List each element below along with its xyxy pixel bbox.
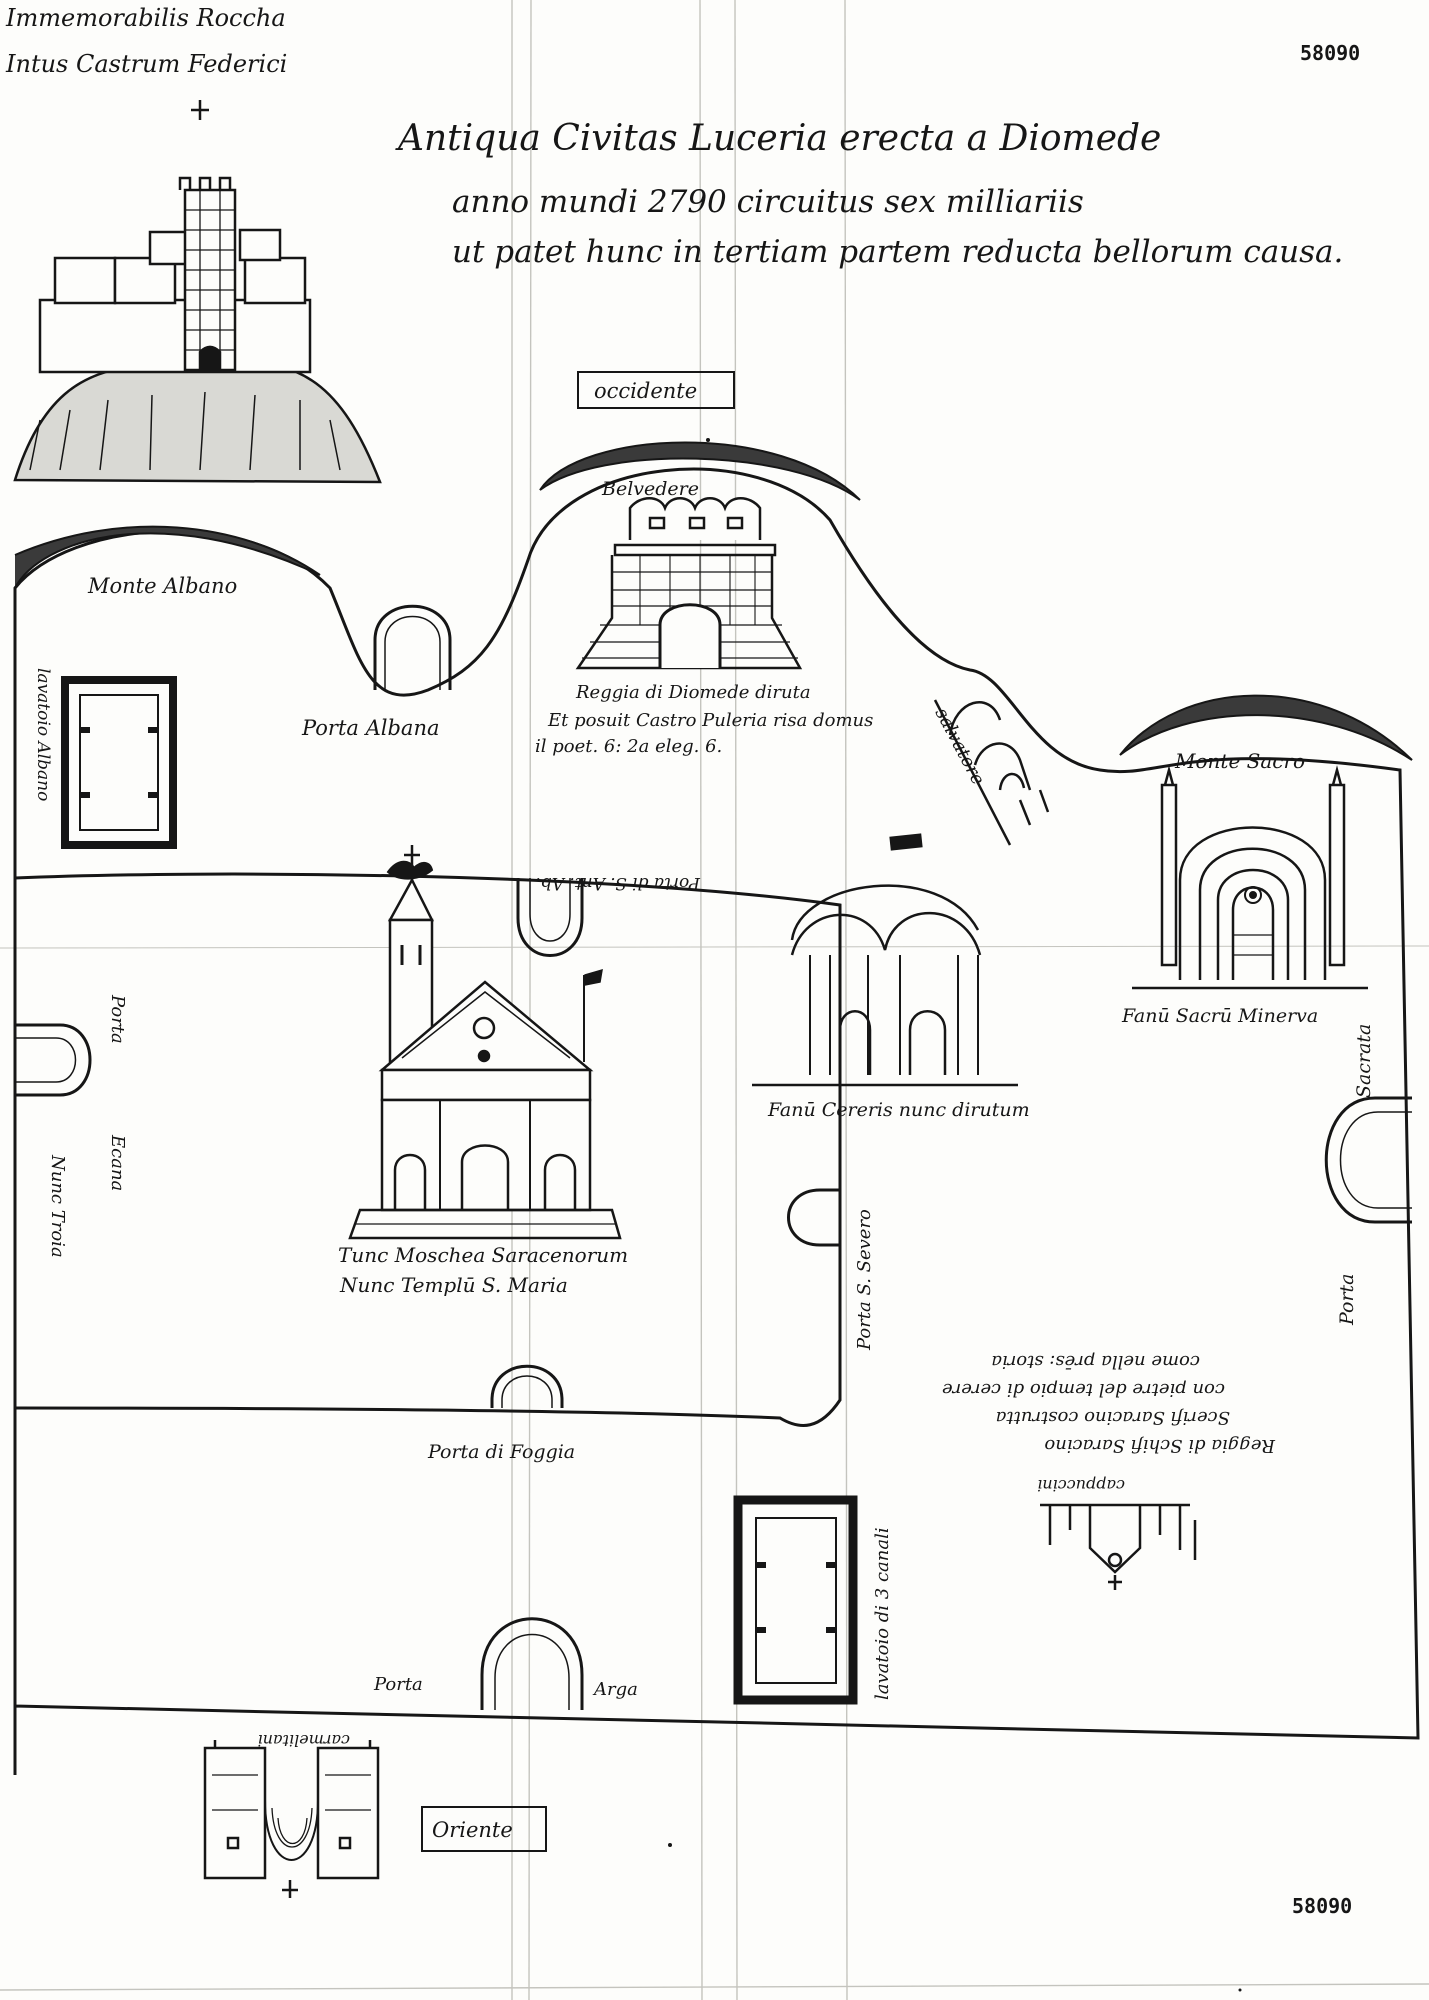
gate-porta-arga: [480, 1617, 584, 1710]
label-lavatoio-albano: lavatoio Albano: [33, 668, 53, 801]
flag-icon: [889, 833, 923, 851]
label-reggia-schifi-3: con pietre del tempio di cerere: [942, 1379, 1225, 1400]
label-porta-s-antonio: Porta di S. Ant. Ab.: [536, 873, 701, 893]
oriente-box: Oriente: [421, 1806, 547, 1852]
label-nunc-troia: Nunc Troia: [47, 1154, 68, 1258]
label-oriente: Oriente: [432, 1818, 513, 1842]
label-porta-s-severo: Porta S. Severo: [854, 1209, 875, 1351]
label-fanu-minerva: Fanū Sacrū Minerva: [1121, 1005, 1318, 1027]
lavatoio-tre-canali: [733, 1495, 858, 1705]
flag-icon: [584, 968, 603, 986]
label-monte-sacro: Monte Sacro: [1174, 749, 1305, 773]
fanu-minerva-building: [1132, 765, 1368, 990]
reggia-diomede-building: [575, 497, 803, 670]
label-reggia-schifi-1: Reggia di Schifi Saracino: [1044, 1435, 1276, 1456]
label-cappuccini: cappuccini: [1037, 1476, 1125, 1495]
label-arga: Arga: [592, 1679, 638, 1700]
fanu-cereris-building: [752, 884, 1018, 1087]
castle-tower-icon: [13, 176, 382, 484]
archive-number-bottom: 58090: [1292, 1894, 1352, 1918]
label-sacrata: Sacrata: [1353, 1024, 1375, 1098]
label-porta-albana: Porta Albana: [301, 716, 439, 740]
cappuccini-building: [1040, 1503, 1197, 1590]
label-monte-albano: Monte Albano: [87, 574, 237, 598]
gate-porta-s-severo: [787, 1188, 840, 1247]
salvatore-gate: [933, 699, 1050, 846]
label-occidente: occidente: [594, 379, 697, 403]
label-salvatore: salvatore: [931, 704, 989, 788]
label-belvedere: Belvedere: [601, 478, 699, 500]
corner-note-line1: Immemorabilis Roccha: [5, 4, 286, 32]
label-porta-bottom: Porta: [373, 1674, 423, 1695]
label-reggia-schifi-2: Scerifi Saracino costrutta: [996, 1407, 1230, 1428]
label-porta-foggia: Porta di Foggia: [427, 1441, 575, 1463]
label-moschea-2: Nunc Templū S. Maria: [339, 1273, 568, 1297]
corner-note-line2: Intus Castrum Federici: [5, 50, 287, 78]
gate-porta-albana: [373, 604, 452, 690]
label-ecana: Ecana: [107, 1134, 128, 1191]
title-line2: anno mundi 2790 circuitus sex milliariis: [452, 184, 1084, 220]
label-lavatoio-canali: lavatoio di 3 canali: [872, 1527, 893, 1700]
gate-porta-sacrata: [1324, 1096, 1412, 1224]
label-reggia-diomede-1: Reggia di Diomede diruta: [575, 682, 811, 703]
lavatoio-albano: [61, 676, 177, 849]
occidente-box: occidente: [577, 371, 735, 409]
label-porta-left: Porta: [107, 994, 128, 1044]
label-carmelitani: carmelitani: [258, 1731, 350, 1750]
city-walls: [13, 441, 1420, 1775]
carmelitani-building: [203, 1740, 380, 1898]
label-moschea-1: Tunc Moschea Saracenorum: [338, 1243, 628, 1267]
ink-marks: [668, 438, 1242, 1992]
gate-porta-foggia: [490, 1364, 564, 1408]
label-reggia-diomede-3: il poet. 6: 2a eleg. 6.: [535, 736, 722, 757]
label-fanu-cereris: Fanū Cereris nunc dirutum: [767, 1099, 1030, 1121]
rose-window-icon: [1244, 886, 1262, 904]
title-line1: Antiqua Civitas Luceria erecta a Diomede: [395, 118, 1161, 159]
gate-porta-s-antonio: [516, 878, 584, 957]
cross-icon: [404, 845, 420, 880]
cross-icon: [191, 100, 209, 120]
title-line3: ut patet hunc in tertiam partem reducta …: [452, 234, 1343, 270]
church-s-maria: [348, 877, 622, 1240]
label-reggia-schifi-4: come nella prēs: storia: [991, 1351, 1200, 1372]
label-reggia-diomede-2: Et posuit Castro Puleria risa domus: [547, 710, 873, 731]
label-porta-right: Porta: [1336, 1274, 1358, 1327]
archive-number-top: 58090: [1300, 41, 1360, 65]
gate-porta-troia: [15, 1023, 92, 1097]
bird-weathervane-icon: [386, 860, 434, 880]
